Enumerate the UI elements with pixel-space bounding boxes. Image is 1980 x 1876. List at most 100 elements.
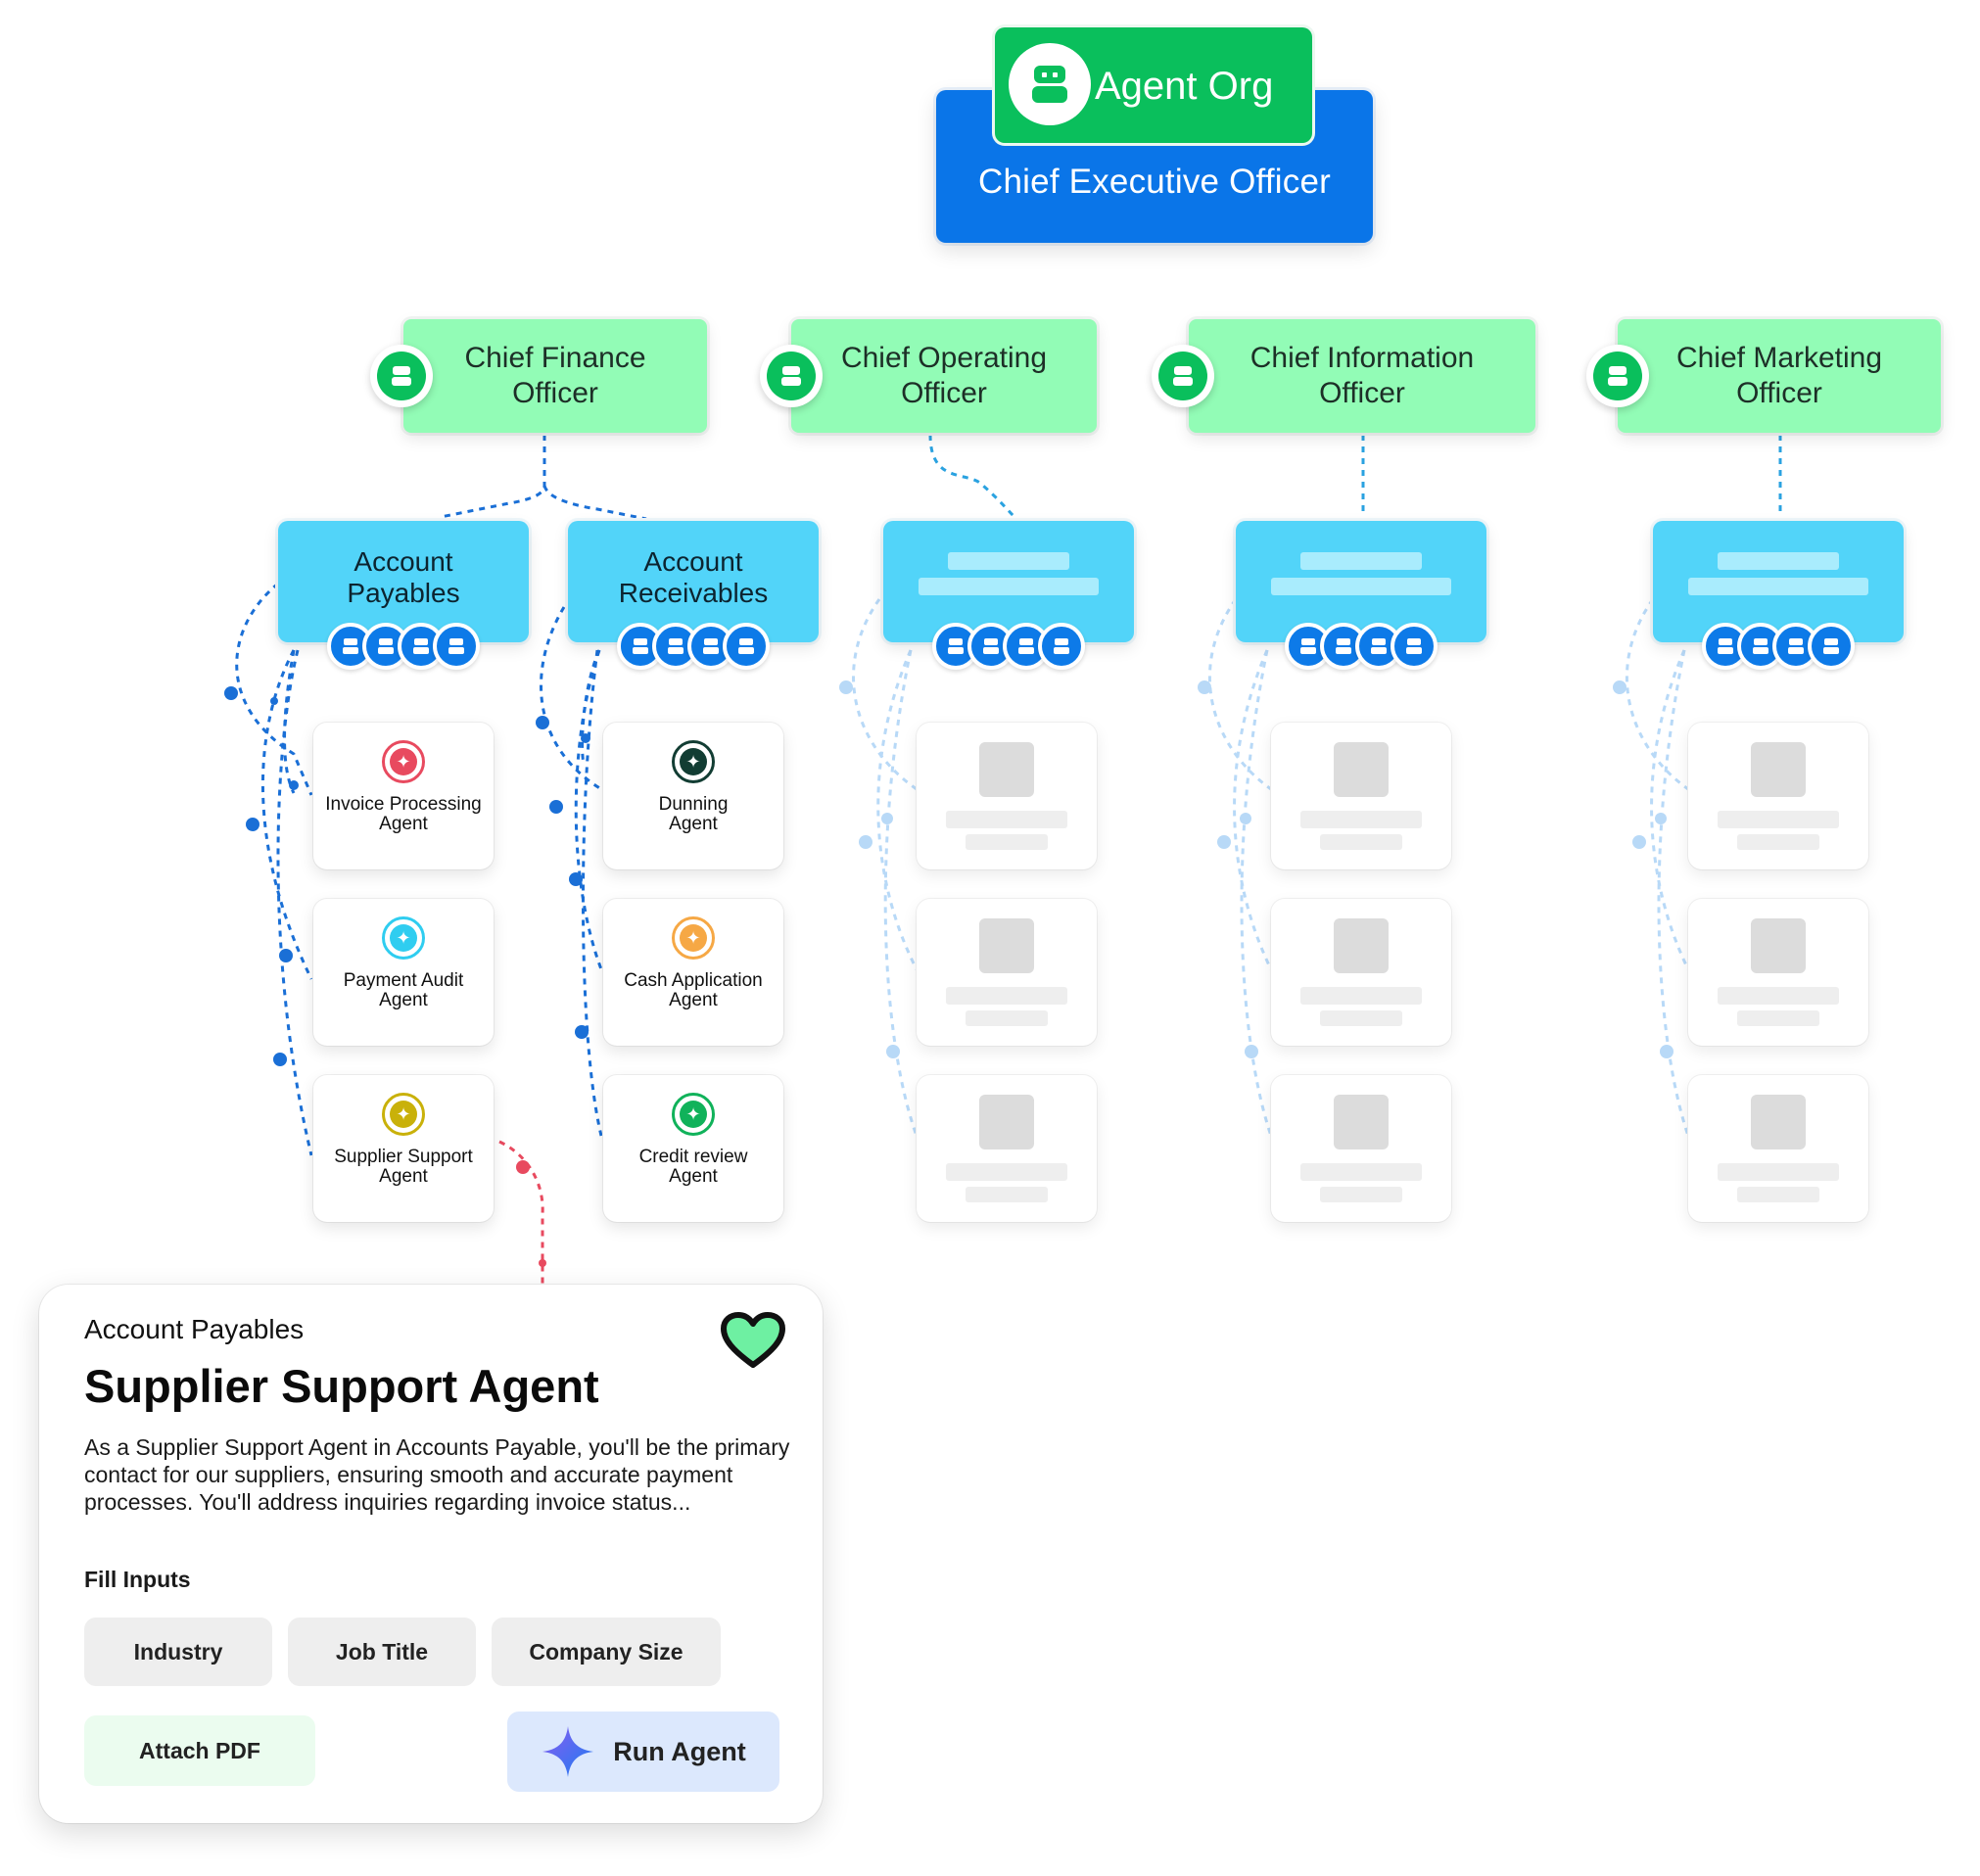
run-agent-button[interactable]: Run Agent	[507, 1712, 779, 1792]
placeholder-bar	[1737, 1010, 1819, 1026]
agent-card-invoice-processing[interactable]: ✦ Invoice Processing Agent	[313, 723, 494, 869]
detail-description: As a Supplier Support Agent in Accounts …	[84, 1434, 790, 1515]
industry-input-chip[interactable]: Industry	[84, 1618, 272, 1686]
department-box-receivables[interactable]: Account Receivables	[568, 521, 819, 642]
placeholder-bar	[1718, 552, 1839, 570]
robot-avatar-icon	[1391, 623, 1438, 670]
fill-inputs-label: Fill Inputs	[84, 1567, 191, 1592]
agent-avatar-group[interactable]	[932, 623, 1085, 670]
robot-avatar-icon	[1038, 623, 1085, 670]
department-title: Account Payables	[347, 546, 460, 608]
placeholder-bar	[1737, 834, 1819, 850]
sparkle-icon: ✦	[382, 916, 425, 960]
agent-card-placeholder[interactable]	[917, 1075, 1097, 1222]
placeholder-bar	[946, 987, 1067, 1005]
placeholder-bar	[946, 1163, 1067, 1181]
executive-box-coo[interactable]: Chief Operating Officer	[791, 319, 1097, 433]
placeholder-bar	[919, 578, 1099, 595]
detail-department: Account Payables	[84, 1314, 305, 1344]
robot-icon	[760, 345, 823, 407]
department-box-placeholder[interactable]	[1653, 521, 1904, 642]
placeholder-icon	[1334, 918, 1389, 973]
robot-avatar-icon	[433, 623, 480, 670]
company-size-input-chip[interactable]: Company Size	[492, 1618, 721, 1686]
chip-label: Industry	[133, 1638, 223, 1665]
agent-card-credit-review[interactable]: ✦ Credit review Agent	[603, 1075, 783, 1222]
agent-card-label: Dunning Agent	[658, 794, 729, 834]
agent-card-dunning[interactable]: ✦ Dunning Agent	[603, 723, 783, 869]
attach-pdf-button[interactable]: Attach PDF	[84, 1715, 315, 1786]
placeholder-bar	[1718, 811, 1839, 828]
agent-org-title: Agent Org	[1095, 65, 1274, 108]
placeholder-bar	[1300, 811, 1422, 828]
agent-card-placeholder[interactable]	[917, 899, 1097, 1046]
placeholder-bar	[966, 834, 1048, 850]
executive-box-cfo[interactable]: Chief Finance Officer	[403, 319, 707, 433]
agent-avatar-group[interactable]	[327, 623, 480, 670]
placeholder-icon	[1751, 918, 1806, 973]
placeholder-icon	[979, 1095, 1034, 1149]
button-label: Run Agent	[613, 1736, 746, 1766]
placeholder-bar	[966, 1010, 1048, 1026]
robot-icon	[1586, 345, 1649, 407]
placeholder-bar	[1320, 1187, 1402, 1202]
sparkle-icon	[542, 1726, 594, 1777]
placeholder-bar	[1718, 987, 1839, 1005]
placeholder-icon	[1334, 1095, 1389, 1149]
sparkle-icon: ✦	[382, 1093, 425, 1136]
executive-title: Chief Marketing Officer	[1675, 342, 1883, 409]
detail-title: Supplier Support Agent	[84, 1360, 599, 1412]
placeholder-icon	[979, 918, 1034, 973]
department-title: Account Receivables	[618, 546, 769, 608]
agent-avatar-group[interactable]	[617, 623, 770, 670]
agent-card-placeholder[interactable]	[1271, 723, 1451, 869]
executive-title: Chief Finance Officer	[464, 342, 646, 409]
job-title-input-chip[interactable]: Job Title	[288, 1618, 476, 1686]
executive-box-cio[interactable]: Chief Information Officer	[1189, 319, 1535, 433]
placeholder-bar	[1300, 1163, 1422, 1181]
agent-card-label: Payment Audit Agent	[343, 970, 464, 1010]
button-label: Attach PDF	[139, 1737, 260, 1763]
agent-card-placeholder[interactable]	[1271, 899, 1451, 1046]
agent-card-placeholder[interactable]	[1271, 1075, 1451, 1222]
agent-avatar-group[interactable]	[1702, 623, 1855, 670]
agent-card-cash-application[interactable]: ✦ Cash Application Agent	[603, 899, 783, 1046]
agent-card-label: Invoice Processing Agent	[325, 794, 482, 834]
sparkle-icon: ✦	[672, 916, 715, 960]
department-box-placeholder[interactable]	[1236, 521, 1486, 642]
executive-title: Chief Operating Officer	[840, 342, 1048, 409]
chip-label: Company Size	[529, 1638, 684, 1665]
placeholder-icon	[1751, 1095, 1806, 1149]
placeholder-bar	[1718, 1163, 1839, 1181]
agent-card-label: Supplier Support Agent	[334, 1147, 473, 1187]
robot-avatar-icon	[327, 623, 374, 670]
agent-card-placeholder[interactable]	[917, 723, 1097, 869]
agent-card-placeholder[interactable]	[1688, 1075, 1868, 1222]
placeholder-bar	[1300, 987, 1422, 1005]
executive-box-cmo[interactable]: Chief Marketing Officer	[1618, 319, 1941, 433]
agent-card-payment-audit[interactable]: ✦ Payment Audit Agent	[313, 899, 494, 1046]
chip-label: Job Title	[335, 1638, 429, 1665]
placeholder-bar	[946, 811, 1067, 828]
agent-card-placeholder[interactable]	[1688, 723, 1868, 869]
placeholder-bar	[1320, 1010, 1402, 1026]
placeholder-bar	[1320, 834, 1402, 850]
agent-card-placeholder[interactable]	[1688, 899, 1868, 1046]
ceo-title: Chief Executive Officer	[978, 163, 1331, 201]
heart-icon[interactable]	[719, 1310, 787, 1376]
placeholder-bar	[948, 552, 1069, 570]
agent-avatar-group[interactable]	[1285, 623, 1438, 670]
placeholder-icon	[1334, 742, 1389, 797]
placeholder-bar	[966, 1187, 1048, 1202]
placeholder-bar	[1271, 578, 1451, 595]
agent-card-label: Cash Application Agent	[624, 970, 763, 1010]
sparkle-icon: ✦	[382, 740, 425, 783]
department-box-payables[interactable]: Account Payables	[278, 521, 529, 642]
robot-icon	[1152, 345, 1214, 407]
agent-card-label: Credit review Agent	[638, 1147, 748, 1187]
robot-avatar-icon	[723, 623, 770, 670]
placeholder-bar	[1688, 578, 1868, 595]
agent-card-supplier-support[interactable]: ✦ Supplier Support Agent	[313, 1075, 494, 1222]
department-box-placeholder[interactable]	[883, 521, 1134, 642]
